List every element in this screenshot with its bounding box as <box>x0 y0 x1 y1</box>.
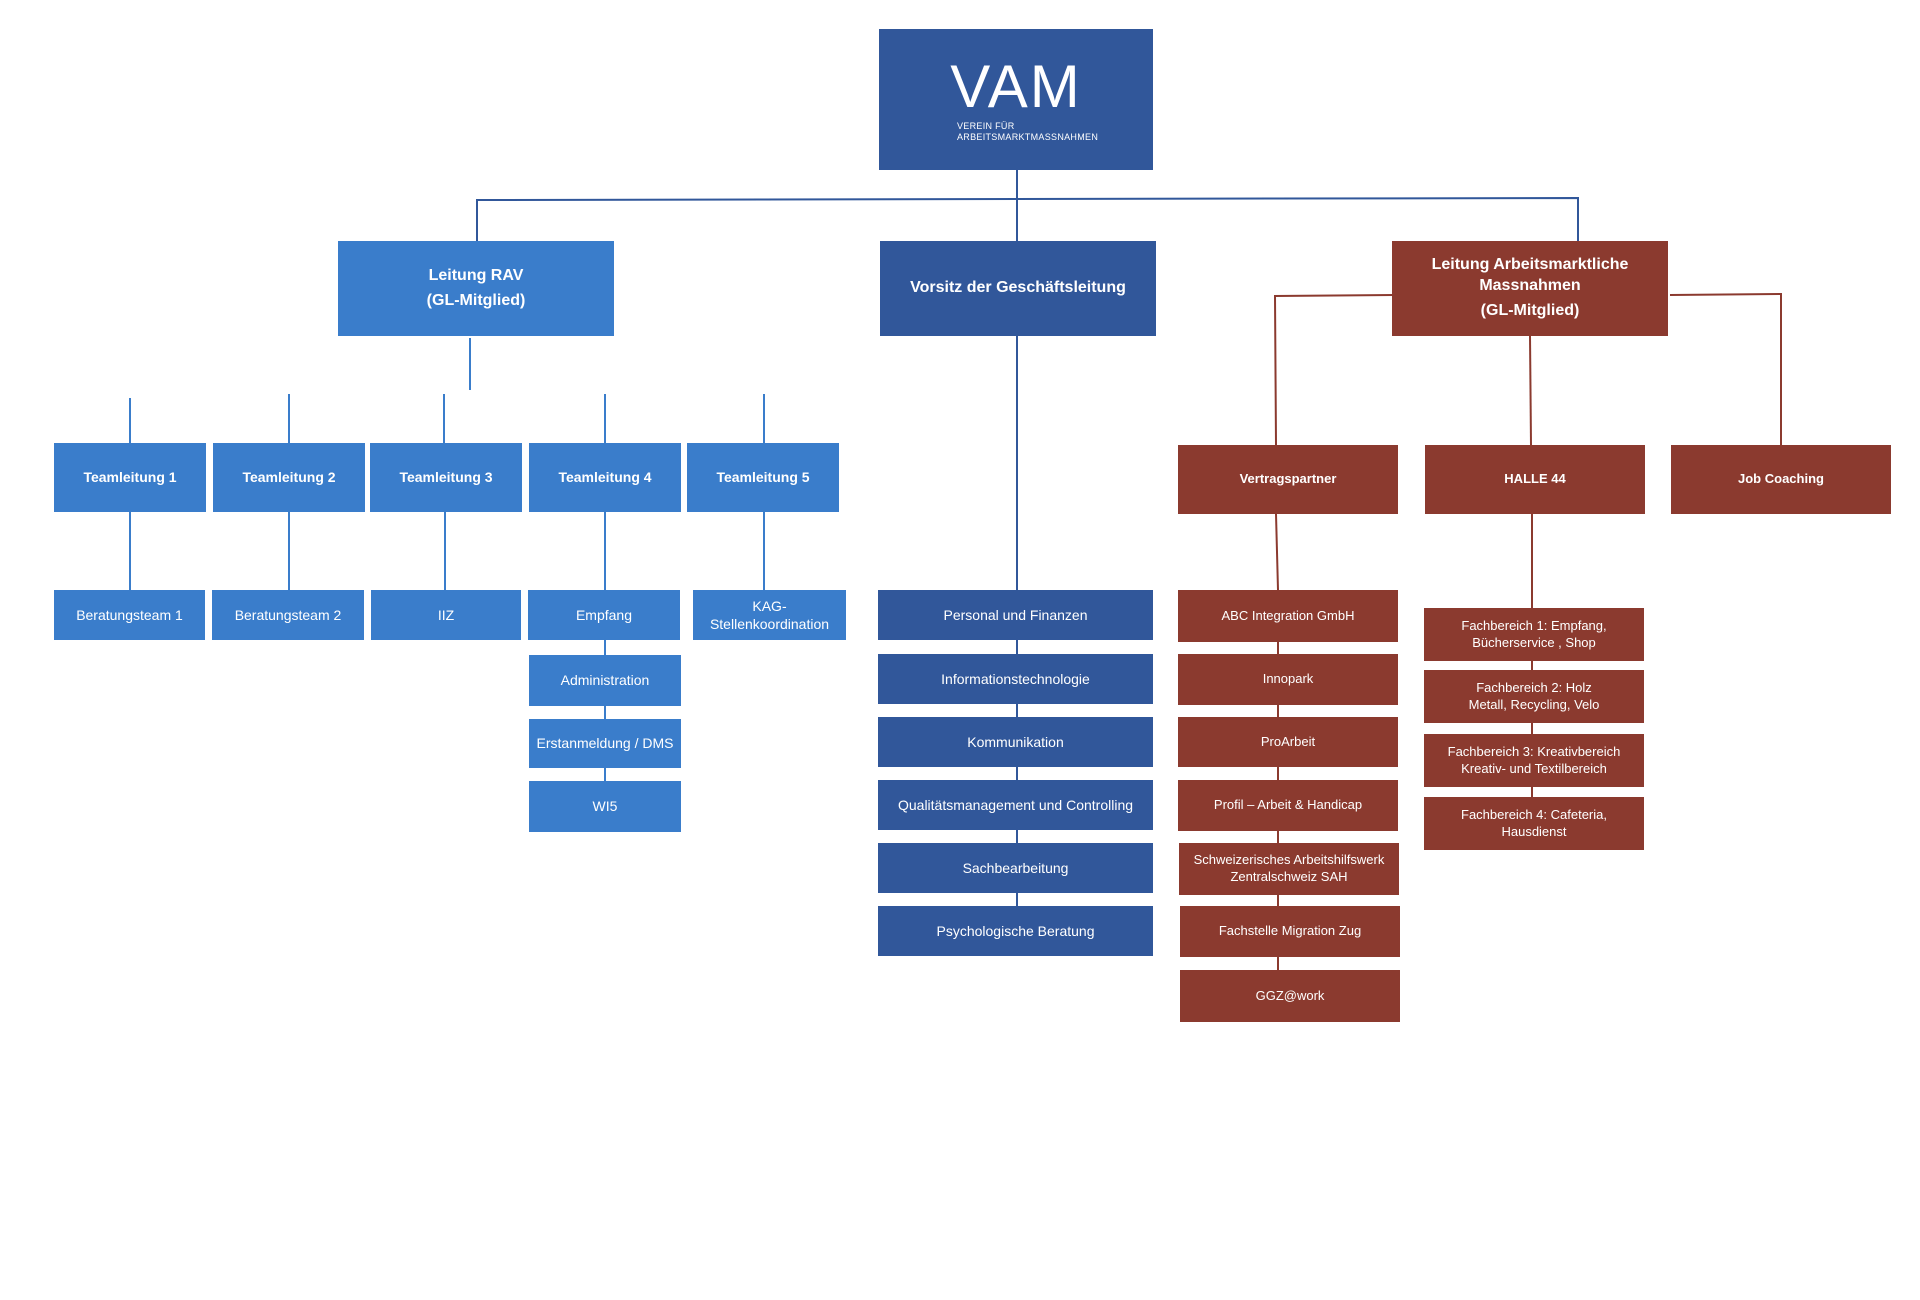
qualitaetsmanagement-box: Qualitätsmanagement und Controlling <box>878 780 1153 830</box>
beratungsteam-1: Beratungsteam 1 <box>54 590 205 640</box>
teamleitung-4: Teamleitung 4 <box>529 443 681 512</box>
psychologische-beratung-label: Psychologische Beratung <box>936 922 1095 939</box>
fachbereich-4-box: Fachbereich 4: Cafeteria, Hausdienst <box>1424 797 1644 850</box>
vorsitz-box: Vorsitz der Geschäftsleitung <box>880 241 1156 336</box>
vertragspartner-box: Vertragspartner <box>1178 445 1398 514</box>
sah-box: Schweizerisches Arbeitshilfswerk Zentral… <box>1179 843 1399 895</box>
sah-label-line2: Zentralschweiz SAH <box>1230 869 1348 884</box>
fachstelle-migration-label: Fachstelle Migration Zug <box>1218 923 1362 939</box>
logo-subtitle-line1: VEREIN FÜR <box>957 120 1015 131</box>
kommunikation-label: Kommunikation <box>967 733 1064 750</box>
informationstechnologie-box: Informationstechnologie <box>878 654 1153 704</box>
fachbereich-4-line2: Hausdienst <box>1501 823 1567 839</box>
leitung-rav-subtitle: (GL-Mitglied) <box>426 291 526 309</box>
kag-label-line1: KAG- <box>752 597 787 614</box>
psychologische-beratung-box: Psychologische Beratung <box>878 906 1153 956</box>
fachbereich-4-line1: Fachbereich 4: Cafeteria, <box>1461 806 1607 822</box>
vam-logo-mark: VAM <box>950 52 1082 120</box>
teamleitung-1-label: Teamleitung 1 <box>83 469 177 486</box>
logo-subtitle-line2: ARBEITSMARKTMASSNAHMEN <box>957 131 1099 142</box>
job-coaching-box: Job Coaching <box>1671 445 1891 514</box>
sah-label-line1: Schweizerisches Arbeitshilfswerk <box>1193 852 1385 868</box>
wi5-label: WI5 <box>592 798 618 815</box>
vam-logo-subtitle: VEREIN FÜR ARBEITSMARKTMASSNAHMEN <box>957 121 1098 143</box>
administration-label: Administration <box>560 672 650 689</box>
abc-integration-box: ABC Integration GmbH <box>1178 590 1398 642</box>
informationstechnologie-label: Informationstechnologie <box>941 670 1090 687</box>
leitung-am-box: Leitung Arbeitsmarktliche Massnahmen (GL… <box>1392 241 1668 336</box>
fachbereich-1-line1: Fachbereich 1: Empfang, <box>1461 617 1607 633</box>
halle-44-box: HALLE 44 <box>1425 445 1645 514</box>
erstanmeldung-dms-label: Erstanmeldung / DMS <box>536 735 674 752</box>
qualitaetsmanagement-label: Qualitätsmanagement und Controlling <box>897 796 1134 813</box>
teamleitung-5: Teamleitung 5 <box>687 443 839 512</box>
leitung-rav-title: Leitung RAV <box>428 266 524 284</box>
fachbereich-3-box: Fachbereich 3: Kreativbereich Kreativ- u… <box>1424 734 1644 787</box>
leitung-rav-box: Leitung RAV (GL-Mitglied) <box>338 241 614 336</box>
vam-logo: VAM VEREIN FÜR ARBEITSMARKTMASSNAHMEN <box>879 29 1153 170</box>
teamleitung-5-label: Teamleitung 5 <box>716 469 810 486</box>
teamleitung-3: Teamleitung 3 <box>370 443 522 512</box>
proarbeit-label: ProArbeit <box>1260 733 1316 749</box>
leitung-am-title-line1: Leitung Arbeitsmarktliche <box>1431 256 1629 274</box>
erstanmeldung-dms-box: Erstanmeldung / DMS <box>529 719 681 768</box>
fachstelle-migration-box: Fachstelle Migration Zug <box>1180 906 1400 957</box>
iiz-box: IIZ <box>371 590 521 640</box>
fachbereich-2-box: Fachbereich 2: Holz Metall, Recycling, V… <box>1424 670 1644 723</box>
fachbereich-1-line2: Bücherservice , Shop <box>1472 634 1596 650</box>
beratungsteam-1-label: Beratungsteam 1 <box>76 606 183 623</box>
wi5-box: WI5 <box>529 781 681 832</box>
administration-box: Administration <box>529 655 681 706</box>
fachbereich-2-line1: Fachbereich 2: Holz <box>1476 679 1592 695</box>
teamleitung-4-label: Teamleitung 4 <box>558 469 652 486</box>
kommunikation-box: Kommunikation <box>878 717 1153 767</box>
ggz-work-label: GGZ@work <box>1255 987 1325 1003</box>
sachbearbeitung-label: Sachbearbeitung <box>962 859 1069 876</box>
beratungsteam-2-label: Beratungsteam 2 <box>234 606 342 623</box>
innopark-label: Innopark <box>1262 671 1314 687</box>
leitung-am-title-line2: Massnahmen <box>1479 277 1581 295</box>
halle-44-label: HALLE 44 <box>1504 471 1566 487</box>
fachbereich-2-line2: Metall, Recycling, Velo <box>1468 696 1600 712</box>
personal-finanzen-box: Personal und Finanzen <box>878 590 1153 640</box>
teamleitung-1: Teamleitung 1 <box>54 443 206 512</box>
abc-integration-label: ABC Integration GmbH <box>1221 607 1355 623</box>
proarbeit-box: ProArbeit <box>1178 717 1398 767</box>
ggz-work-box: GGZ@work <box>1180 970 1400 1022</box>
vorsitz-title: Vorsitz der Geschäftsleitung <box>910 279 1126 297</box>
fachbereich-1-box: Fachbereich 1: Empfang, Bücherservice , … <box>1424 608 1644 661</box>
kag-label-line2: Stellenkoordination <box>709 616 830 632</box>
empfang-box: Empfang <box>528 590 680 640</box>
sachbearbeitung-box: Sachbearbeitung <box>878 843 1153 893</box>
profil-arbeit-handicap-label: Profil – Arbeit & Handicap <box>1213 797 1363 813</box>
teamleitung-2: Teamleitung 2 <box>213 443 365 512</box>
leitung-am-subtitle: (GL-Mitglied) <box>1480 301 1580 319</box>
profil-arbeit-handicap-box: Profil – Arbeit & Handicap <box>1178 780 1398 831</box>
empfang-label: Empfang <box>575 606 633 623</box>
beratungsteam-2: Beratungsteam 2 <box>212 590 364 640</box>
fachbereich-3-line2: Kreativ- und Textilbereich <box>1461 760 1607 776</box>
kag-stellenkoordination-box: KAG- Stellenkoordination <box>693 590 846 640</box>
innopark-box: Innopark <box>1178 654 1398 705</box>
fachbereich-3-line1: Fachbereich 3: Kreativbereich <box>1447 743 1621 759</box>
vertragspartner-label: Vertragspartner <box>1239 471 1337 487</box>
job-coaching-label: Job Coaching <box>1738 471 1824 487</box>
teamleitung-2-label: Teamleitung 2 <box>242 469 336 486</box>
personal-finanzen-label: Personal und Finanzen <box>943 606 1088 623</box>
iiz-label: IIZ <box>437 606 455 623</box>
teamleitung-3-label: Teamleitung 3 <box>399 469 493 486</box>
